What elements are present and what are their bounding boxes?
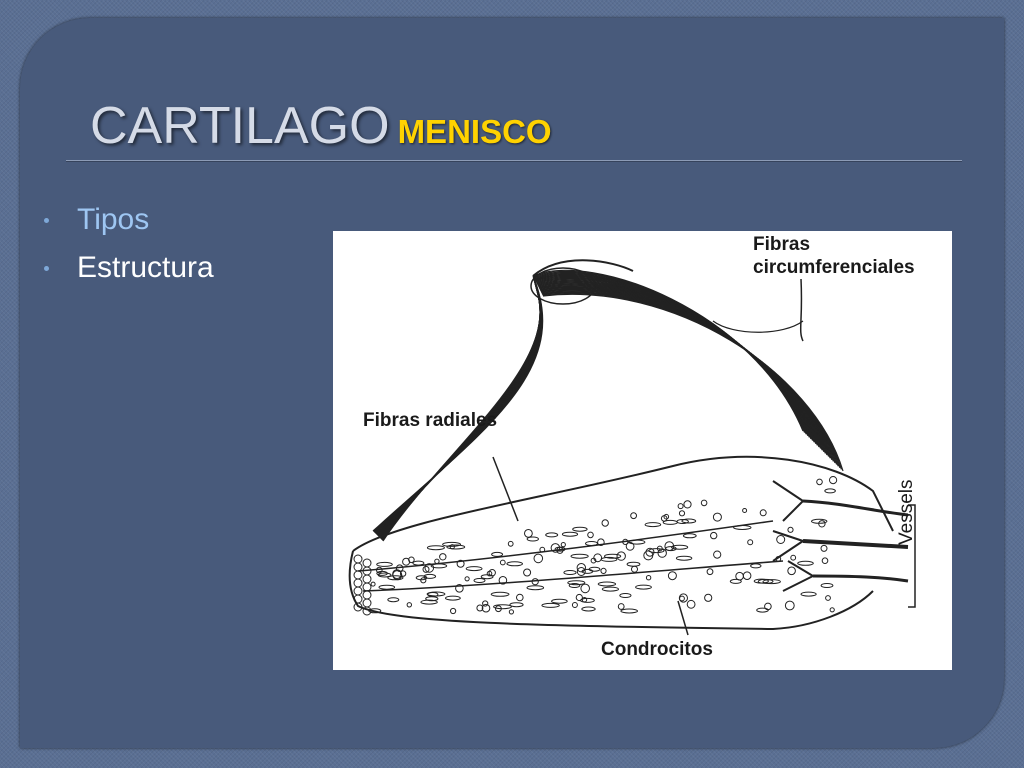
title-main: CARTILAGO — [90, 97, 390, 155]
title-accent: MENISCO — [397, 113, 552, 150]
label-radial-fibers: Fibras radiales — [363, 410, 498, 431]
bullet-item-estructura: Estructura — [44, 244, 214, 292]
label-line-1: Fibras — [753, 234, 811, 255]
bullet-dot-icon — [44, 265, 49, 271]
bullet-item-tipos: Tipos — [44, 196, 214, 244]
bullet-list: Tipos Estructura — [44, 196, 214, 292]
title-divider — [66, 160, 962, 161]
bullet-dot-icon — [44, 217, 49, 223]
label-chondrocytes: Condrocitos — [601, 639, 713, 660]
bullet-label: Tipos — [77, 203, 150, 236]
meniscus-drawing — [348, 259, 916, 636]
label-line-2: circumferenciales — [753, 257, 915, 278]
bullet-label: Estructura — [77, 251, 214, 284]
label-vessels: Vessels — [896, 479, 917, 545]
